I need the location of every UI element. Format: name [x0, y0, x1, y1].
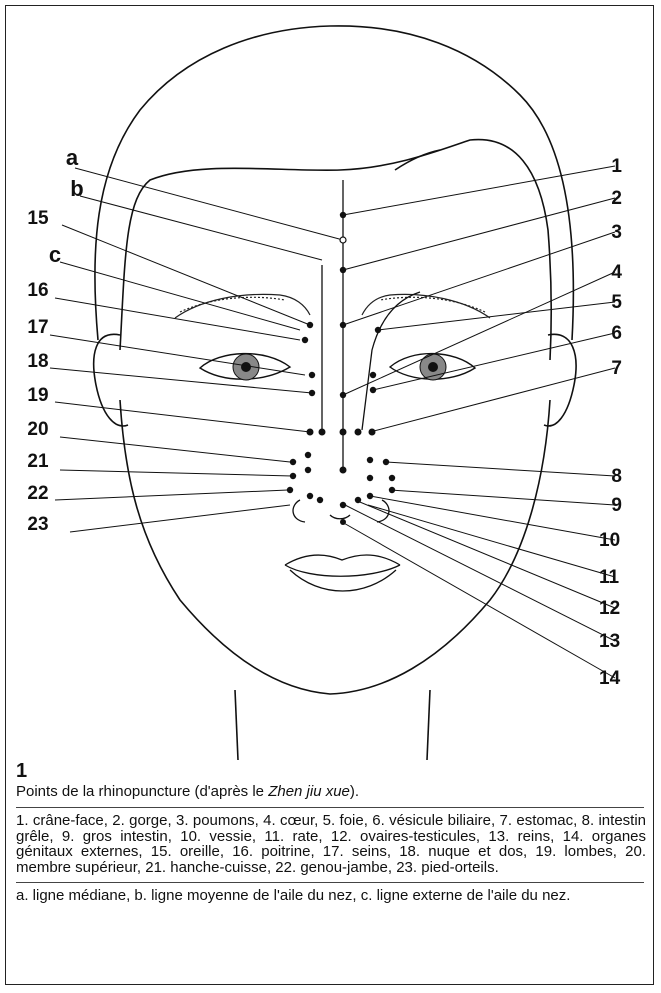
head-outline: [94, 26, 576, 760]
svg-text:20: 20: [27, 419, 48, 440]
caption-points-legend: 1. crâne-face, 2. gorge, 3. poumons, 4. …: [16, 813, 646, 875]
face-diagram: 1 2 3 4 5 6 7 8 9 10 11 12 13 14 a b 15 …: [0, 0, 661, 760]
svg-text:9: 9: [611, 495, 622, 516]
point-label-9: 9: [611, 495, 622, 516]
caption-title-prefix: Points de la rhinopuncture (d'après le: [16, 783, 268, 800]
point-label-4: 4: [611, 262, 622, 283]
caption-title-source: Zhen jiu xue: [268, 783, 350, 800]
acupuncture-points: [287, 212, 395, 525]
svg-text:14: 14: [599, 668, 621, 689]
reference-lines: [322, 180, 420, 470]
point-label-12: 12: [599, 598, 620, 619]
point-label-6: 6: [611, 323, 622, 344]
line-label-b: b: [70, 176, 83, 201]
svg-text:1: 1: [611, 156, 622, 177]
svg-text:8: 8: [611, 466, 622, 487]
point-label-23: 23: [27, 514, 48, 535]
point-label-7: 7: [611, 358, 622, 379]
svg-text:4: 4: [611, 262, 622, 283]
svg-text:15: 15: [27, 208, 49, 229]
eyebrows: [175, 294, 490, 318]
svg-text:2: 2: [611, 188, 622, 209]
svg-text:17: 17: [27, 317, 48, 338]
svg-text:5: 5: [611, 292, 622, 313]
svg-text:19: 19: [27, 385, 48, 406]
point-label-14: 14: [599, 668, 621, 689]
svg-text:18: 18: [27, 351, 48, 372]
svg-text:7: 7: [611, 358, 622, 379]
svg-text:22: 22: [27, 483, 48, 504]
point-label-1: 1: [611, 156, 622, 177]
point-label-15: 15: [27, 208, 49, 229]
svg-text:c: c: [49, 242, 61, 267]
caption-title-suffix: ).: [350, 783, 359, 800]
point-label-18: 18: [27, 351, 48, 372]
caption-lines-legend: a. ligne médiane, b. ligne moyenne de l'…: [16, 888, 646, 904]
line-label-a: a: [66, 145, 79, 170]
point-label-16: 16: [27, 280, 48, 301]
point-label-11: 11: [599, 567, 620, 588]
point-label-13: 13: [599, 631, 620, 652]
line-label-c: c: [49, 242, 61, 267]
svg-text:10: 10: [599, 530, 620, 551]
svg-text:11: 11: [599, 567, 620, 588]
point-label-3: 3: [611, 222, 622, 243]
left-eye: [200, 354, 290, 380]
point-label-8: 8: [611, 466, 622, 487]
point-label-5: 5: [611, 292, 622, 313]
point-label-20: 20: [27, 419, 48, 440]
caption-divider: [16, 807, 644, 808]
svg-text:3: 3: [611, 222, 622, 243]
svg-text:a: a: [66, 145, 79, 170]
point-label-22: 22: [27, 483, 48, 504]
svg-text:23: 23: [27, 514, 48, 535]
point-label-2: 2: [611, 188, 622, 209]
leader-lines-right: [342, 166, 615, 678]
svg-text:b: b: [70, 176, 83, 201]
svg-text:21: 21: [27, 451, 49, 472]
point-label-19: 19: [27, 385, 48, 406]
figure-caption: 1 Points de la rhinopuncture (d'après le…: [16, 761, 646, 904]
left-labels: a b 15 c 16 17 18 19 20 21 22 23: [27, 145, 83, 535]
figure-number: 1: [16, 761, 646, 781]
point-label-21: 21: [27, 451, 49, 472]
caption-title: Points de la rhinopuncture (d'après le Z…: [16, 783, 646, 800]
point-label-17: 17: [27, 317, 48, 338]
svg-text:16: 16: [27, 280, 48, 301]
caption-divider-2: [16, 882, 644, 883]
svg-text:6: 6: [611, 323, 622, 344]
point-label-10: 10: [599, 530, 620, 551]
svg-text:12: 12: [599, 598, 620, 619]
svg-text:13: 13: [599, 631, 620, 652]
leader-lines-left: [50, 168, 343, 532]
